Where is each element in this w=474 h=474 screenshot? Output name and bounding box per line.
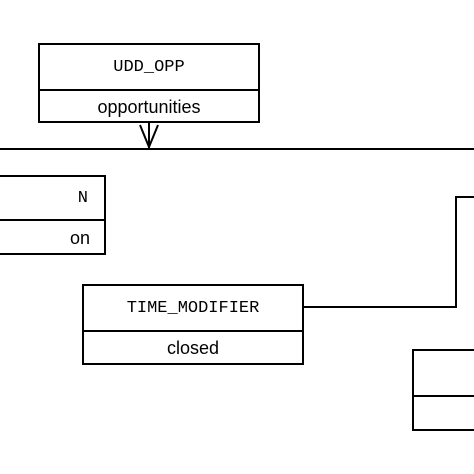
entity-description: on bbox=[0, 219, 104, 255]
entity-name: N bbox=[77, 188, 88, 208]
entity-time-modifier[interactable]: TIME_MODIFIER closed bbox=[82, 284, 304, 365]
entity-description bbox=[414, 395, 474, 431]
entity-name bbox=[414, 351, 474, 395]
entity-udd-opp[interactable]: UDD_OPP opportunities bbox=[38, 43, 260, 123]
time-modifier-connector bbox=[304, 196, 474, 308]
entity-description: opportunities bbox=[40, 89, 258, 123]
entity-right-clipped[interactable] bbox=[412, 349, 474, 431]
entity-left-clipped[interactable]: N on bbox=[0, 175, 106, 255]
crows-foot-marker bbox=[139, 124, 159, 150]
entity-name: TIME_MODIFIER bbox=[126, 298, 260, 318]
entity-description: closed bbox=[84, 330, 302, 365]
entity-name: UDD_OPP bbox=[113, 57, 185, 77]
